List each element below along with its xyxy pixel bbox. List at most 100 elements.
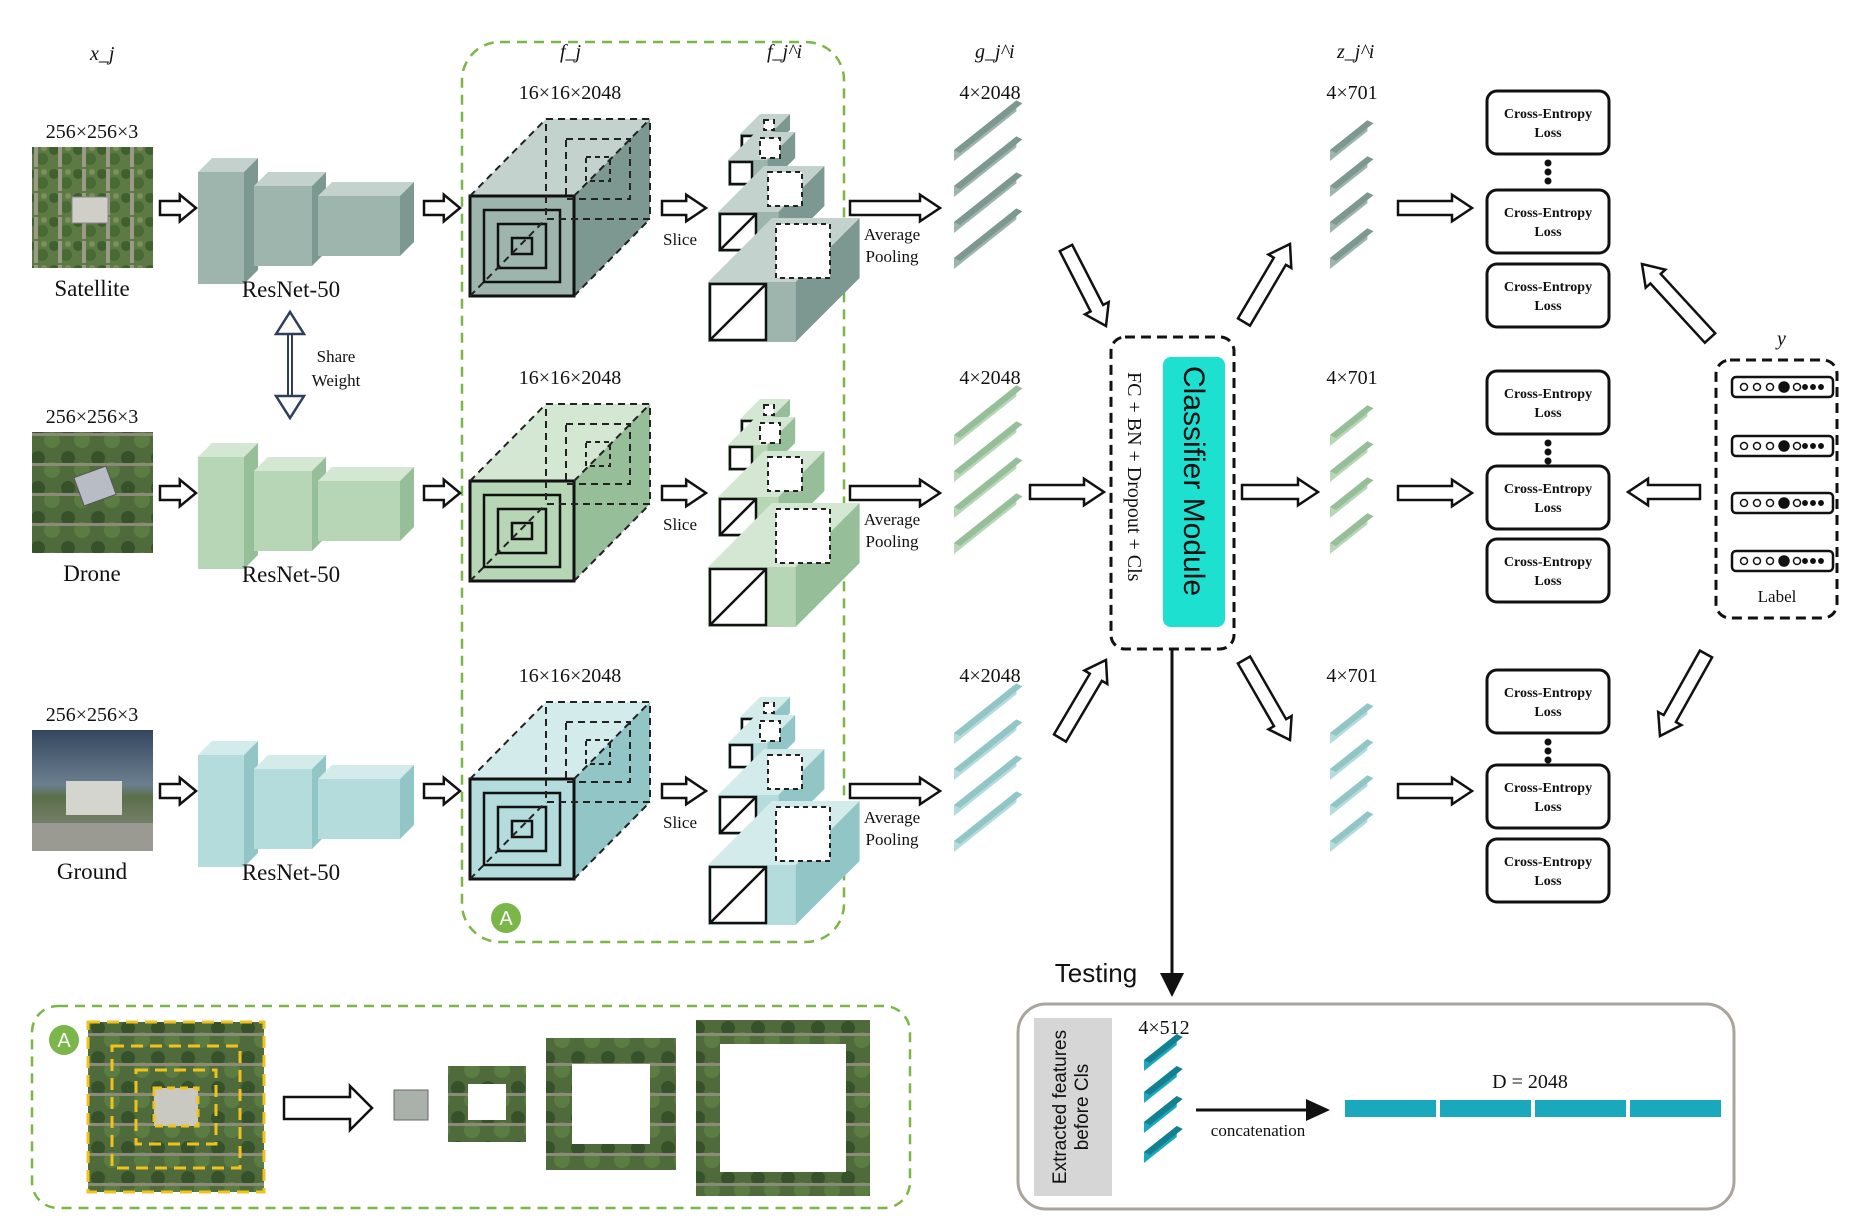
cube-edge-3 xyxy=(573,503,651,582)
slice-part-4 xyxy=(708,801,860,925)
ring-front-1 xyxy=(482,791,562,867)
loss-box-frame xyxy=(1485,369,1611,436)
part-back-square xyxy=(775,508,831,564)
label-vector-dot xyxy=(1818,558,1824,564)
stage3-top xyxy=(318,765,414,779)
loss-box-frame xyxy=(1485,668,1611,735)
stage3-front xyxy=(318,481,400,541)
label-vectors xyxy=(1730,375,1835,573)
arrow-classifier-z2 xyxy=(1240,476,1321,508)
sliced-parts xyxy=(708,697,860,925)
loss-label-2: Loss xyxy=(1534,225,1562,240)
loss-ellipsis-dot xyxy=(1544,448,1552,456)
label-vector-dot xyxy=(1792,382,1802,392)
test-bar-1-edge xyxy=(1144,1033,1183,1063)
part-back-square xyxy=(759,422,781,444)
testing-arrowhead xyxy=(1160,973,1184,997)
part-square xyxy=(728,445,754,471)
classifier-accent-box xyxy=(1163,357,1225,627)
label-vector-dot xyxy=(1810,443,1816,449)
part-back-square xyxy=(759,720,781,742)
loss-label-2: Loss xyxy=(1534,874,1562,889)
stage3-top xyxy=(318,467,414,481)
loss-label-1: Cross-Entropy xyxy=(1504,686,1592,701)
concat-segment-3 xyxy=(1535,1100,1626,1117)
loss-box-frame xyxy=(1485,837,1611,904)
loss-label-2: Loss xyxy=(1534,501,1562,516)
arrow-z-loss xyxy=(1396,775,1475,807)
arrow-slice xyxy=(660,477,709,509)
arrow-classifier-z1 xyxy=(1236,242,1293,328)
cube-edge-1 xyxy=(573,403,651,482)
ring-front-1 xyxy=(482,493,562,569)
slice-label: Slice xyxy=(663,813,697,832)
part-diagonal xyxy=(709,568,767,626)
stage3-side xyxy=(400,467,414,541)
g-bar-3-edge xyxy=(954,755,1023,808)
part-back-square xyxy=(763,702,775,714)
loss-ellipsis-dot xyxy=(1544,159,1552,167)
col-z-label: z_j^i xyxy=(1336,41,1374,63)
g-bar-2-edge xyxy=(954,719,1023,772)
loss-label-2: Loss xyxy=(1534,705,1562,720)
label-vector-dot xyxy=(1818,384,1824,390)
loss-box-frame xyxy=(1485,188,1611,255)
backbone-label: ResNet-50 xyxy=(242,860,340,885)
cube-edge-2 xyxy=(469,218,547,297)
cube-edge-0 xyxy=(469,118,547,197)
ring-back-inner xyxy=(585,156,611,182)
ring-front-3 xyxy=(510,819,534,839)
cube-edge-1 xyxy=(573,118,651,197)
testing-side-line1: Extracted features xyxy=(1050,1030,1071,1184)
loss-ellipsis-dot xyxy=(1544,738,1552,746)
z-bar-1-edge xyxy=(1330,120,1374,153)
feature-map-cube xyxy=(468,118,651,298)
label-vector-dot xyxy=(1810,500,1816,506)
g-bar-1-edge xyxy=(954,100,1023,153)
stage1-front xyxy=(198,172,244,284)
loss-label-2: Loss xyxy=(1534,800,1562,815)
part-back-square xyxy=(763,119,775,131)
loss-box-frame xyxy=(1485,89,1611,156)
feature-map-cube xyxy=(468,403,651,583)
label-vector-dot xyxy=(1818,500,1824,506)
col-g-label: g_j^i xyxy=(975,41,1015,63)
arrow-g1-classifier xyxy=(1058,243,1111,329)
arrow-backbone-feature xyxy=(422,192,462,224)
loss-label-2: Loss xyxy=(1534,299,1562,314)
label-vector-3 xyxy=(1730,491,1835,515)
label-vector-dot xyxy=(1765,556,1775,566)
loss-box-frame xyxy=(1485,464,1611,531)
loss-ellipsis-dot xyxy=(1544,747,1552,755)
testing-side-box xyxy=(1034,1018,1112,1196)
feature-size: 16×16×2048 xyxy=(519,367,622,389)
stage2-top xyxy=(254,755,326,769)
label-vector-dot xyxy=(1802,384,1808,390)
testing-title: Testing xyxy=(1055,958,1137,988)
part-back-square xyxy=(767,171,803,207)
label-vector-dot xyxy=(1765,441,1775,451)
label-vector-dot xyxy=(1778,497,1790,509)
z-bar-2-edge xyxy=(1330,441,1374,474)
z-size: 4×701 xyxy=(1326,367,1377,389)
ring-front-1 xyxy=(482,208,562,284)
z-bar-4-edge xyxy=(1330,811,1374,844)
part-square xyxy=(728,160,754,186)
ring-back xyxy=(565,423,631,485)
part-diagonal xyxy=(719,796,757,834)
arrow-slice xyxy=(660,192,709,224)
g-bar-2-edge xyxy=(954,421,1023,474)
ring-back-inner xyxy=(585,441,611,467)
inset-arrow xyxy=(282,1082,374,1134)
ring-back xyxy=(565,138,631,200)
loss-label-1: Cross-Entropy xyxy=(1504,280,1592,295)
z-bar-2-edge xyxy=(1330,156,1374,189)
g-bar-4-edge xyxy=(954,791,1023,844)
